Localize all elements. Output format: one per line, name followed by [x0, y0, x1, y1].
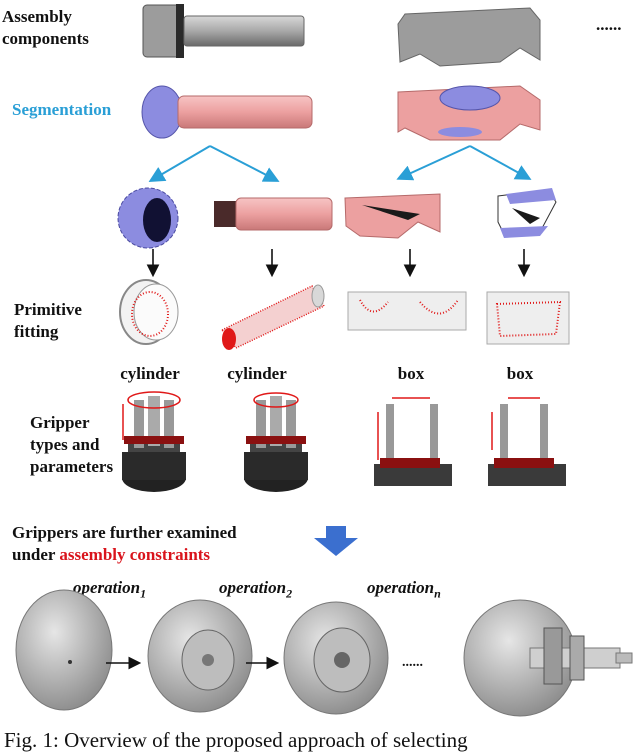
- operation-2-disc: [147, 599, 253, 713]
- segmentation-label: Segmentation: [12, 100, 112, 119]
- pink-shaft-segment: [214, 197, 333, 231]
- primitive-label-line2: fitting: [14, 322, 59, 341]
- assembly-constraints-highlight: assembly constraints: [59, 545, 211, 564]
- gripper-label-line1: Gripper: [30, 413, 90, 432]
- three-finger-gripper-2: [244, 392, 308, 492]
- purple-block-segment: [497, 188, 557, 238]
- gripper-label-line2: types and: [30, 435, 100, 454]
- constraints-line2: under assembly constraints: [12, 544, 237, 566]
- primitive-fitting-label: Primitive fitting: [14, 299, 82, 343]
- constraints-line1: Grippers are further examined: [12, 523, 237, 542]
- primitive-type-2: cylinder: [227, 364, 287, 383]
- operation-ellipsis: ......: [402, 655, 423, 670]
- operation-n-label: operationn: [367, 578, 441, 601]
- box-fit-1: [347, 291, 467, 331]
- cylinder-fit-1: [119, 279, 179, 345]
- primitive-type-3: box: [397, 364, 425, 383]
- pink-block-segment: [344, 193, 441, 239]
- shaft-component: [142, 4, 305, 58]
- segmentation-arrows: [148, 145, 532, 183]
- shaft-segmented: [141, 85, 313, 139]
- parallel-gripper-1: [374, 397, 452, 486]
- block-component: [397, 7, 541, 67]
- operation-1-label: operation1: [73, 578, 147, 601]
- box-fit-2: [486, 291, 570, 345]
- operation-2-label: operation2: [219, 578, 293, 601]
- fitting-arrows: [146, 249, 531, 278]
- gear-segment: [117, 187, 179, 249]
- primitive-label-line1: Primitive: [14, 300, 82, 319]
- three-finger-gripper-1: [122, 391, 186, 492]
- cylinder-fit-2: [220, 284, 326, 350]
- constraint-down-arrow: [314, 526, 358, 556]
- operation-3-disc: [283, 601, 389, 715]
- parallel-gripper-2: [488, 397, 566, 486]
- assembly-label-line2: components: [2, 29, 89, 48]
- overview-figure: [15, 4, 633, 717]
- primitive-type-1: cylinder: [120, 364, 180, 383]
- top-ellipsis: ......: [596, 15, 622, 34]
- primitive-type-4: box: [506, 364, 534, 383]
- figure-caption: Fig. 1: Overview of the proposed approac…: [4, 728, 468, 752]
- operation-n-assembly: [463, 599, 633, 717]
- gripper-types-label: Gripper types and parameters: [30, 412, 113, 478]
- block-segmented: [397, 85, 541, 141]
- assembly-components-label: Assembly components: [2, 6, 89, 50]
- gripper-label-line3: parameters: [30, 457, 114, 476]
- assembly-label-line1: Assembly: [2, 7, 72, 26]
- operation-1-disc: [15, 589, 113, 711]
- constraints-text: Grippers are further examined under asse…: [12, 522, 237, 566]
- constraints-prefix: under: [12, 545, 60, 564]
